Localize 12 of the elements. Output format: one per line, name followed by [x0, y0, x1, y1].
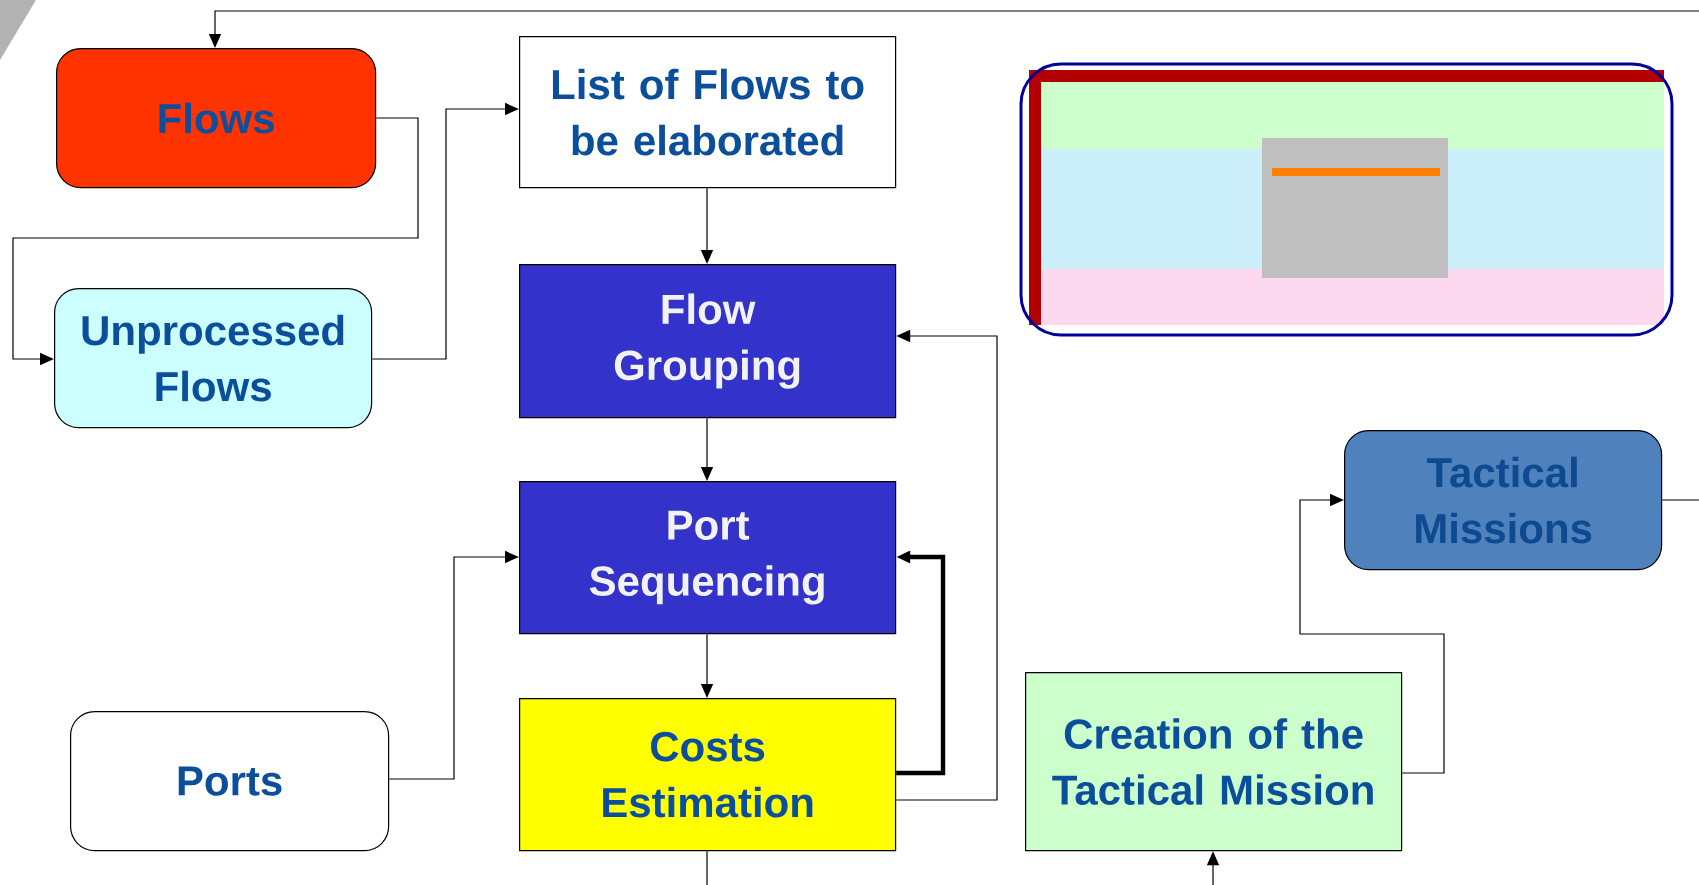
- process-box: Creation of the Tactical Mission: [1025, 672, 1403, 852]
- arrow: [371, 102, 519, 360]
- flows-box: Unprocessed Flows: [54, 288, 373, 429]
- process-box: Flow Grouping: [519, 264, 897, 419]
- process-box: Port Sequencing: [519, 481, 897, 635]
- flows-box: Flows: [56, 48, 377, 189]
- arrow: [1299, 493, 1445, 774]
- result-box: Tactical Missions: [1344, 430, 1663, 571]
- process-box: Costs Estimation: [519, 698, 897, 852]
- arrow: [388, 550, 519, 780]
- process-box: List of Flows to be elaborated: [519, 36, 897, 189]
- input-box: Ports: [70, 711, 390, 852]
